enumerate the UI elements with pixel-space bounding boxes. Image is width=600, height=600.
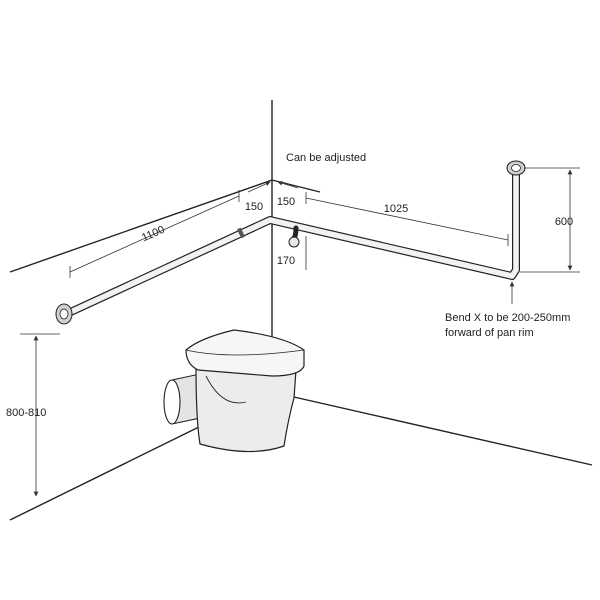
note-bend-line-2: forward of pan rim (445, 327, 534, 339)
left-flange-cap (59, 308, 69, 320)
note-bend-line-1: Bend X to be 200-250mm (445, 312, 570, 324)
label-150-left: 150 (245, 201, 263, 213)
rail-joint-sleeve (237, 227, 245, 239)
toilet-bowl-contour (205, 375, 247, 404)
toilet-outlet-end (163, 379, 181, 425)
support-bracket-flange (288, 236, 300, 248)
toilet-seat-lid (185, 329, 305, 377)
right-floor-line (271, 391, 593, 466)
toilet-lid-edge (185, 349, 305, 356)
note-can-be-adjusted: Can be adjusted (286, 152, 366, 164)
label-150-right: 150 (277, 196, 295, 208)
left-floor-line (9, 423, 206, 521)
rail-body (59, 169, 519, 319)
grab-rail (55, 160, 526, 325)
left-wall-top-edge (9, 179, 273, 273)
top-flange-cap (511, 164, 521, 172)
dim-150-right-line (277, 180, 299, 189)
toilet (163, 329, 305, 453)
dimension-lines (20, 167, 580, 497)
label-800-810: 800-810 (6, 407, 46, 419)
right-wall-top-edge (271, 179, 321, 193)
label-600: 600 (555, 216, 573, 228)
dim-1025-line (305, 197, 509, 241)
label-1025: 1025 (384, 203, 408, 215)
label-170: 170 (277, 255, 295, 267)
label-1100: 1100 (140, 224, 166, 245)
toilet-bowl (195, 365, 297, 453)
dim-1100-line (69, 195, 240, 273)
dim-150-left-line (247, 181, 271, 193)
